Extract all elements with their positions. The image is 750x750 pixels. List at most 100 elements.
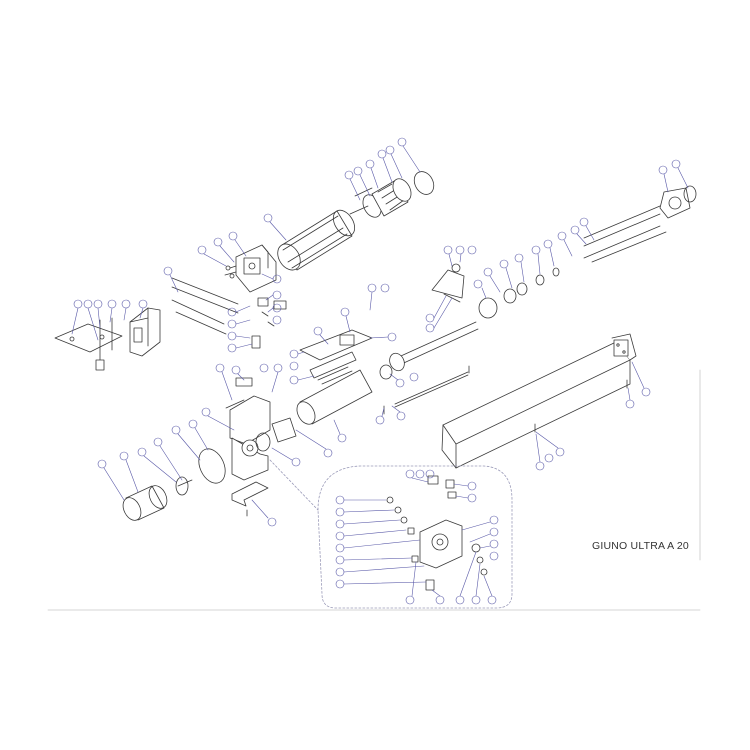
- detail-inset: [269, 459, 513, 609]
- callout-balloon: [425, 295, 447, 323]
- callout-balloon: [535, 433, 545, 471]
- callout-balloon: [658, 165, 669, 193]
- callout-balloon: [389, 373, 405, 388]
- callout-balloon: [121, 299, 131, 321]
- callout-balloon: [483, 267, 501, 293]
- callout-balloon: [377, 149, 393, 183]
- callout-balloon: [479, 539, 499, 549]
- callout-balloon: [353, 166, 371, 197]
- callout-balloon: [483, 575, 497, 605]
- callout-balloon: [405, 469, 429, 483]
- callout-balloon: [138, 299, 148, 319]
- callout-balloon: [385, 145, 403, 179]
- callout-balloon: [197, 245, 227, 267]
- callout-balloon: [415, 469, 425, 479]
- callout-balloon: [409, 372, 419, 382]
- callout-balloon: [295, 429, 333, 458]
- callout-balloon: [499, 259, 513, 289]
- callout-balloon: [544, 453, 554, 463]
- callout-balloon: [671, 159, 689, 189]
- callout-balloon: [375, 407, 385, 425]
- callout-balloon: [267, 303, 282, 313]
- callout-balloon: [227, 343, 253, 353]
- callout-balloon: [335, 495, 387, 505]
- end-flange: [659, 185, 697, 219]
- callout-balloon: [272, 315, 282, 325]
- callout-balloon: [188, 419, 209, 451]
- outer-tube: [441, 333, 637, 469]
- callout-balloon: [367, 283, 377, 311]
- callout-balloon: [201, 407, 235, 431]
- callout-balloon: [340, 307, 351, 333]
- callout-balloon: [455, 245, 465, 263]
- callout-balloon: [271, 363, 283, 393]
- callout-balloon: [261, 273, 282, 284]
- callout-balloon: [333, 419, 347, 443]
- mounting-bracket: [231, 481, 269, 517]
- motor-cylinder: [277, 209, 356, 271]
- callout-balloon: [531, 245, 541, 275]
- callout-balloon: [489, 551, 499, 561]
- nut-carriage: [251, 297, 373, 385]
- callout-balloon: [631, 361, 651, 397]
- drawing-title: GIUNO ULTRA A 20: [592, 540, 689, 552]
- callout-balloon: [467, 245, 477, 255]
- front-housing: [225, 377, 297, 481]
- callout-balloon: [335, 507, 395, 517]
- callout-balloon: [228, 231, 247, 257]
- callout-balloon: [455, 551, 477, 605]
- callout-balloon: [251, 499, 277, 527]
- callout-balloon: [453, 481, 477, 491]
- callout-balloon: [97, 459, 125, 501]
- fasteners: [225, 265, 628, 415]
- callout-balloon: [431, 589, 445, 605]
- callout-balloon: [93, 299, 103, 329]
- callout-balloon: [335, 565, 425, 577]
- callout-balloon: [265, 290, 282, 301]
- callout-balloon: [271, 447, 301, 467]
- gaskets: [175, 432, 271, 496]
- tie-rods-right: [583, 205, 667, 263]
- callout-balloon: [469, 527, 499, 543]
- lead-screw: [379, 321, 479, 380]
- callout-balloon: [405, 561, 417, 605]
- piston-tube: [296, 369, 469, 425]
- callout-balloon: [163, 266, 179, 293]
- callout-balloon: [231, 365, 245, 381]
- callout-balloon: [535, 431, 565, 457]
- callout-balloon: [137, 447, 177, 483]
- callout-layer: [71, 137, 689, 605]
- callout-balloon: [369, 332, 397, 342]
- callout-balloon: [425, 469, 435, 479]
- callout-balloon: [215, 363, 233, 401]
- callout-balloon: [570, 225, 587, 245]
- callout-balloon: [579, 217, 595, 241]
- callout-balloon: [263, 213, 287, 241]
- callout-balloon: [473, 279, 487, 299]
- motor-stator: [349, 171, 435, 218]
- gear-housing: [224, 244, 277, 293]
- rear-end-cap: [129, 307, 161, 357]
- callout-balloon: [119, 451, 139, 493]
- callout-balloon: [471, 563, 481, 605]
- callout-balloon: [335, 555, 413, 565]
- cover-sleeve: [122, 485, 168, 521]
- callout-balloon: [83, 299, 99, 341]
- callout-balloon: [397, 137, 421, 173]
- callout-balloon: [289, 375, 315, 385]
- callout-balloon: [71, 299, 83, 335]
- callout-balloon: [461, 515, 499, 531]
- callout-balloon: [335, 579, 427, 589]
- callout-balloon: [171, 425, 201, 461]
- callout-balloon: [557, 231, 573, 257]
- callout-balloon: [289, 349, 305, 359]
- callout-balloon: [344, 170, 361, 201]
- callout-balloon: [227, 331, 251, 341]
- callout-balloon: [227, 305, 251, 317]
- callout-balloon: [335, 539, 421, 553]
- callout-balloon: [543, 239, 555, 267]
- callout-balloon: [313, 326, 329, 345]
- callout-balloon: [335, 529, 407, 541]
- callout-balloon: [380, 283, 390, 293]
